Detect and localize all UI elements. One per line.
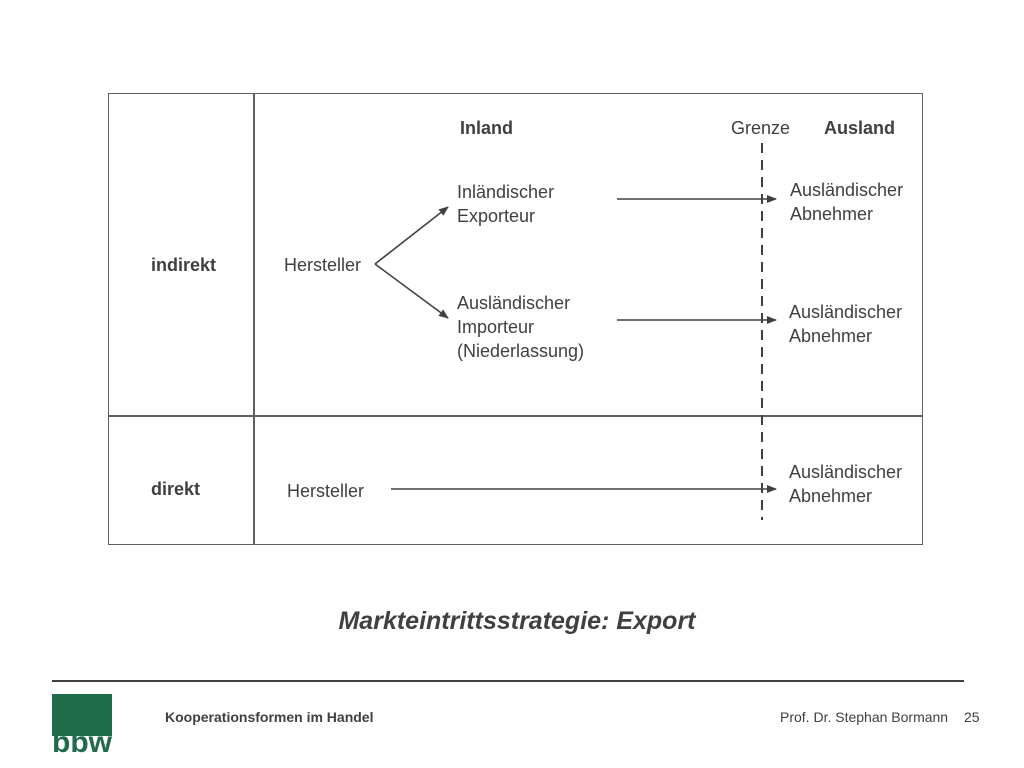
arrow-hersteller-to-exporteur (374, 206, 449, 265)
footer-author: Prof. Dr. Stephan Bormann (780, 709, 949, 725)
slide-title: Markteintrittsstrategie: Export (338, 607, 696, 635)
footer-page-number: 25 (964, 709, 980, 725)
header-inland: Inland (460, 118, 513, 138)
node-abnehmer-1: Ausländischer Abnehmer (790, 180, 904, 224)
diagram-frame (108, 93, 923, 545)
arrow-hersteller-to-importeur (374, 263, 449, 319)
header-ausland: Ausland (824, 118, 896, 138)
svg-text:bbw: bbw (52, 726, 112, 754)
node-abnehmer-2: Ausländischer Abnehmer (789, 302, 903, 346)
node-auslaendischer-importeur: Ausländischer Importeur (Niederlassung) (457, 293, 585, 361)
column-divider (253, 93, 255, 545)
row-divider (108, 415, 923, 417)
node-abnehmer-3: Ausländischer Abnehmer (789, 462, 903, 506)
node-hersteller-indirekt: Hersteller (284, 255, 362, 275)
header-grenze: Grenze (731, 118, 791, 138)
footer-course-title: Kooperationsformen im Handel (165, 709, 374, 725)
bbw-logo: bbw (52, 694, 112, 754)
row-label-indirekt: indirekt (151, 255, 217, 275)
node-inlaendischer-exporteur: Inländischer Exporteur (457, 182, 555, 226)
node-hersteller-direkt: Hersteller (287, 481, 365, 501)
footer-divider (52, 680, 964, 682)
row-label-direkt: direkt (151, 479, 201, 499)
